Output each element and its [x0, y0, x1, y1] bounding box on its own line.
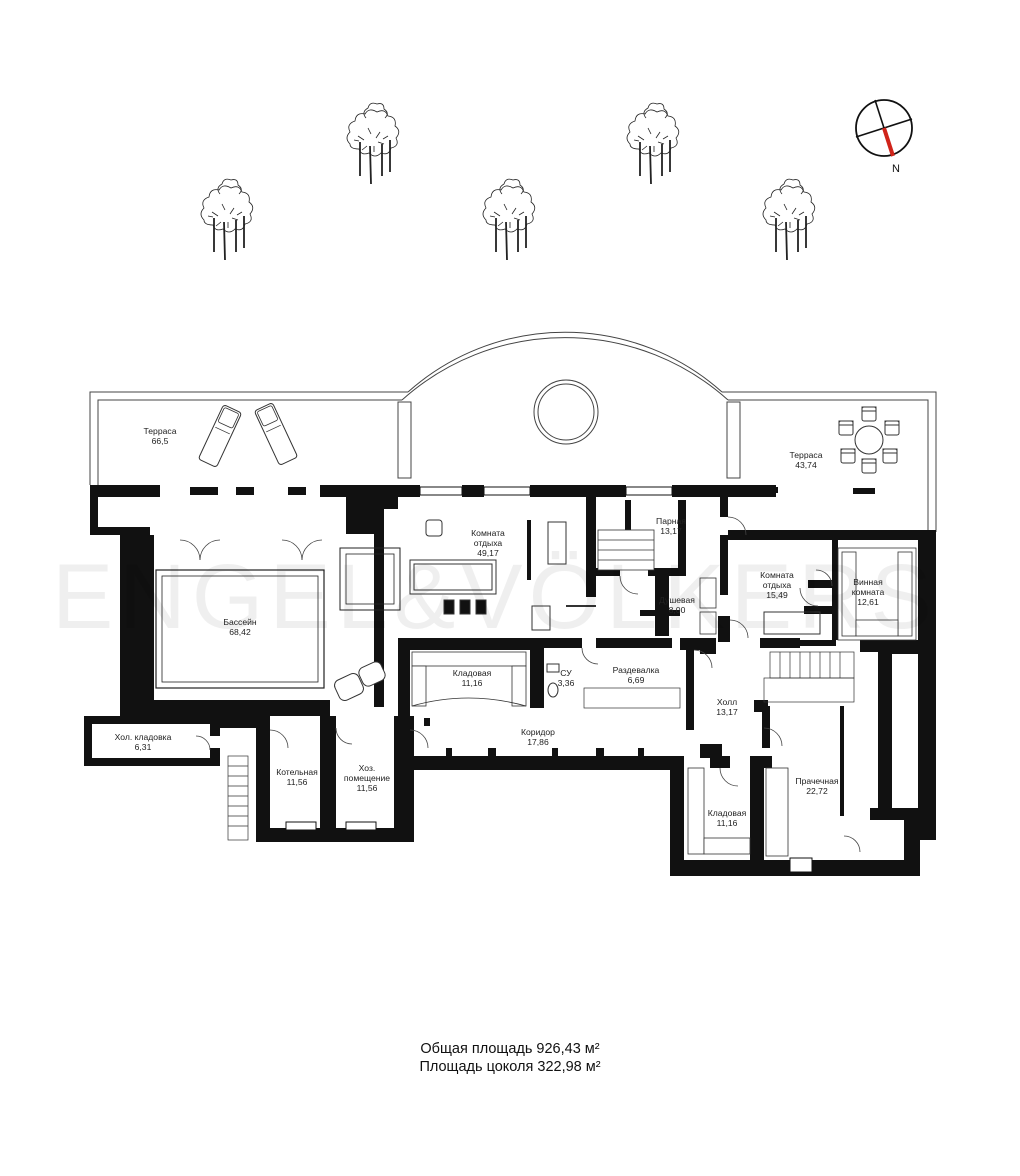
room-label-utility-area: 11,56	[357, 783, 378, 793]
sofa-icon	[409, 519, 821, 635]
room-label-corridor-name: Коридор	[521, 727, 555, 737]
room-label-shower-name: Душевая	[659, 595, 695, 605]
walls	[84, 485, 936, 876]
room-label-pool-name: Бассейн	[223, 617, 257, 627]
room-label-boiler-name: Котельная	[276, 767, 318, 777]
room-label-lounge-east-area: 15,49	[766, 590, 788, 600]
windows	[285, 486, 813, 873]
storage-shelf-icon	[411, 651, 789, 857]
room-label-wine-line2: комната	[852, 587, 885, 597]
room-label-lounge-east-line1: Комната	[760, 570, 794, 580]
room-label-terrace-west-area: 66,5	[152, 436, 169, 446]
pool-icon	[155, 547, 401, 689]
pool-doors	[179, 539, 323, 561]
room-label-wc-area: 3,36	[558, 678, 575, 688]
room-label-storage-east-area: 11,16	[717, 818, 738, 828]
room-label-cold-storage-name: Хол. кладовка	[115, 732, 172, 742]
room-label-lounge-main-line1: Комната	[471, 528, 505, 538]
terrace-outline	[89, 331, 937, 532]
sauna-bench-icon	[597, 529, 717, 635]
sun-lounger-icons	[197, 402, 299, 468]
room-label-hall-name: Холл	[717, 697, 737, 707]
total-area-text: Общая площадь 926,43 м²	[420, 1041, 600, 1057]
room-label-lounge-main-area: 49,17	[477, 548, 499, 558]
room-label-dressing-area: 6,69	[628, 675, 645, 685]
room-labels: Терраса 66,5 Терраса 43,74 Комната отдых…	[115, 426, 885, 828]
room-label-boiler-area: 11,56	[287, 777, 308, 787]
room-label-steam-area: 13,17	[660, 526, 682, 536]
door-swings	[195, 516, 861, 853]
room-label-storage-west-area: 11,16	[462, 678, 483, 688]
room-label-steam-name: Парная	[656, 516, 686, 526]
compass-north-label: N	[892, 163, 900, 175]
toilet-icon	[546, 663, 560, 698]
room-label-utility-line1: Хоз.	[359, 763, 376, 773]
room-label-corridor-area: 17,86	[527, 737, 549, 747]
wine-rack-icon	[837, 547, 917, 641]
room-label-lounge-east-line2: отдыха	[763, 580, 792, 590]
tree-icons	[200, 102, 816, 261]
staircase-icon	[227, 651, 855, 841]
round-table-icon	[838, 406, 900, 474]
room-label-wine-line1: Винная	[853, 577, 883, 587]
area-summary: Общая площадь 926,43 м² Площадь цоколя 3…	[0, 1040, 1020, 1076]
room-label-storage-east-name: Кладовая	[708, 808, 747, 818]
room-label-laundry-area: 22,72	[806, 786, 828, 796]
room-label-shower-area: 8,00	[669, 605, 686, 615]
room-label-utility-line2: помещение	[344, 773, 390, 783]
basement-area-text: Площадь цоколя 322,98 м²	[419, 1059, 601, 1075]
room-label-terrace-east-name: Терраса	[790, 450, 823, 460]
room-label-terrace-east-area: 43,74	[795, 460, 817, 470]
room-label-wine-area: 12,61	[857, 597, 879, 607]
room-label-terrace-west-name: Терраса	[144, 426, 177, 436]
room-label-lounge-main-line2: отдыха	[474, 538, 503, 548]
room-label-dressing-name: Раздевалка	[613, 665, 660, 675]
pool-loungers-icon	[334, 661, 386, 701]
room-label-wc-name: СУ	[560, 668, 572, 678]
room-label-storage-west-name: Кладовая	[453, 668, 492, 678]
room-label-laundry-name: Прачечная	[795, 776, 839, 786]
room-label-hall-area: 13,17	[716, 707, 738, 717]
watermark-text: ENGEL&VÖLKERS	[52, 546, 938, 648]
room-label-pool-area: 68,42	[229, 627, 251, 637]
compass-icon: N	[855, 99, 913, 175]
room-label-cold-storage-area: 6,31	[135, 742, 152, 752]
